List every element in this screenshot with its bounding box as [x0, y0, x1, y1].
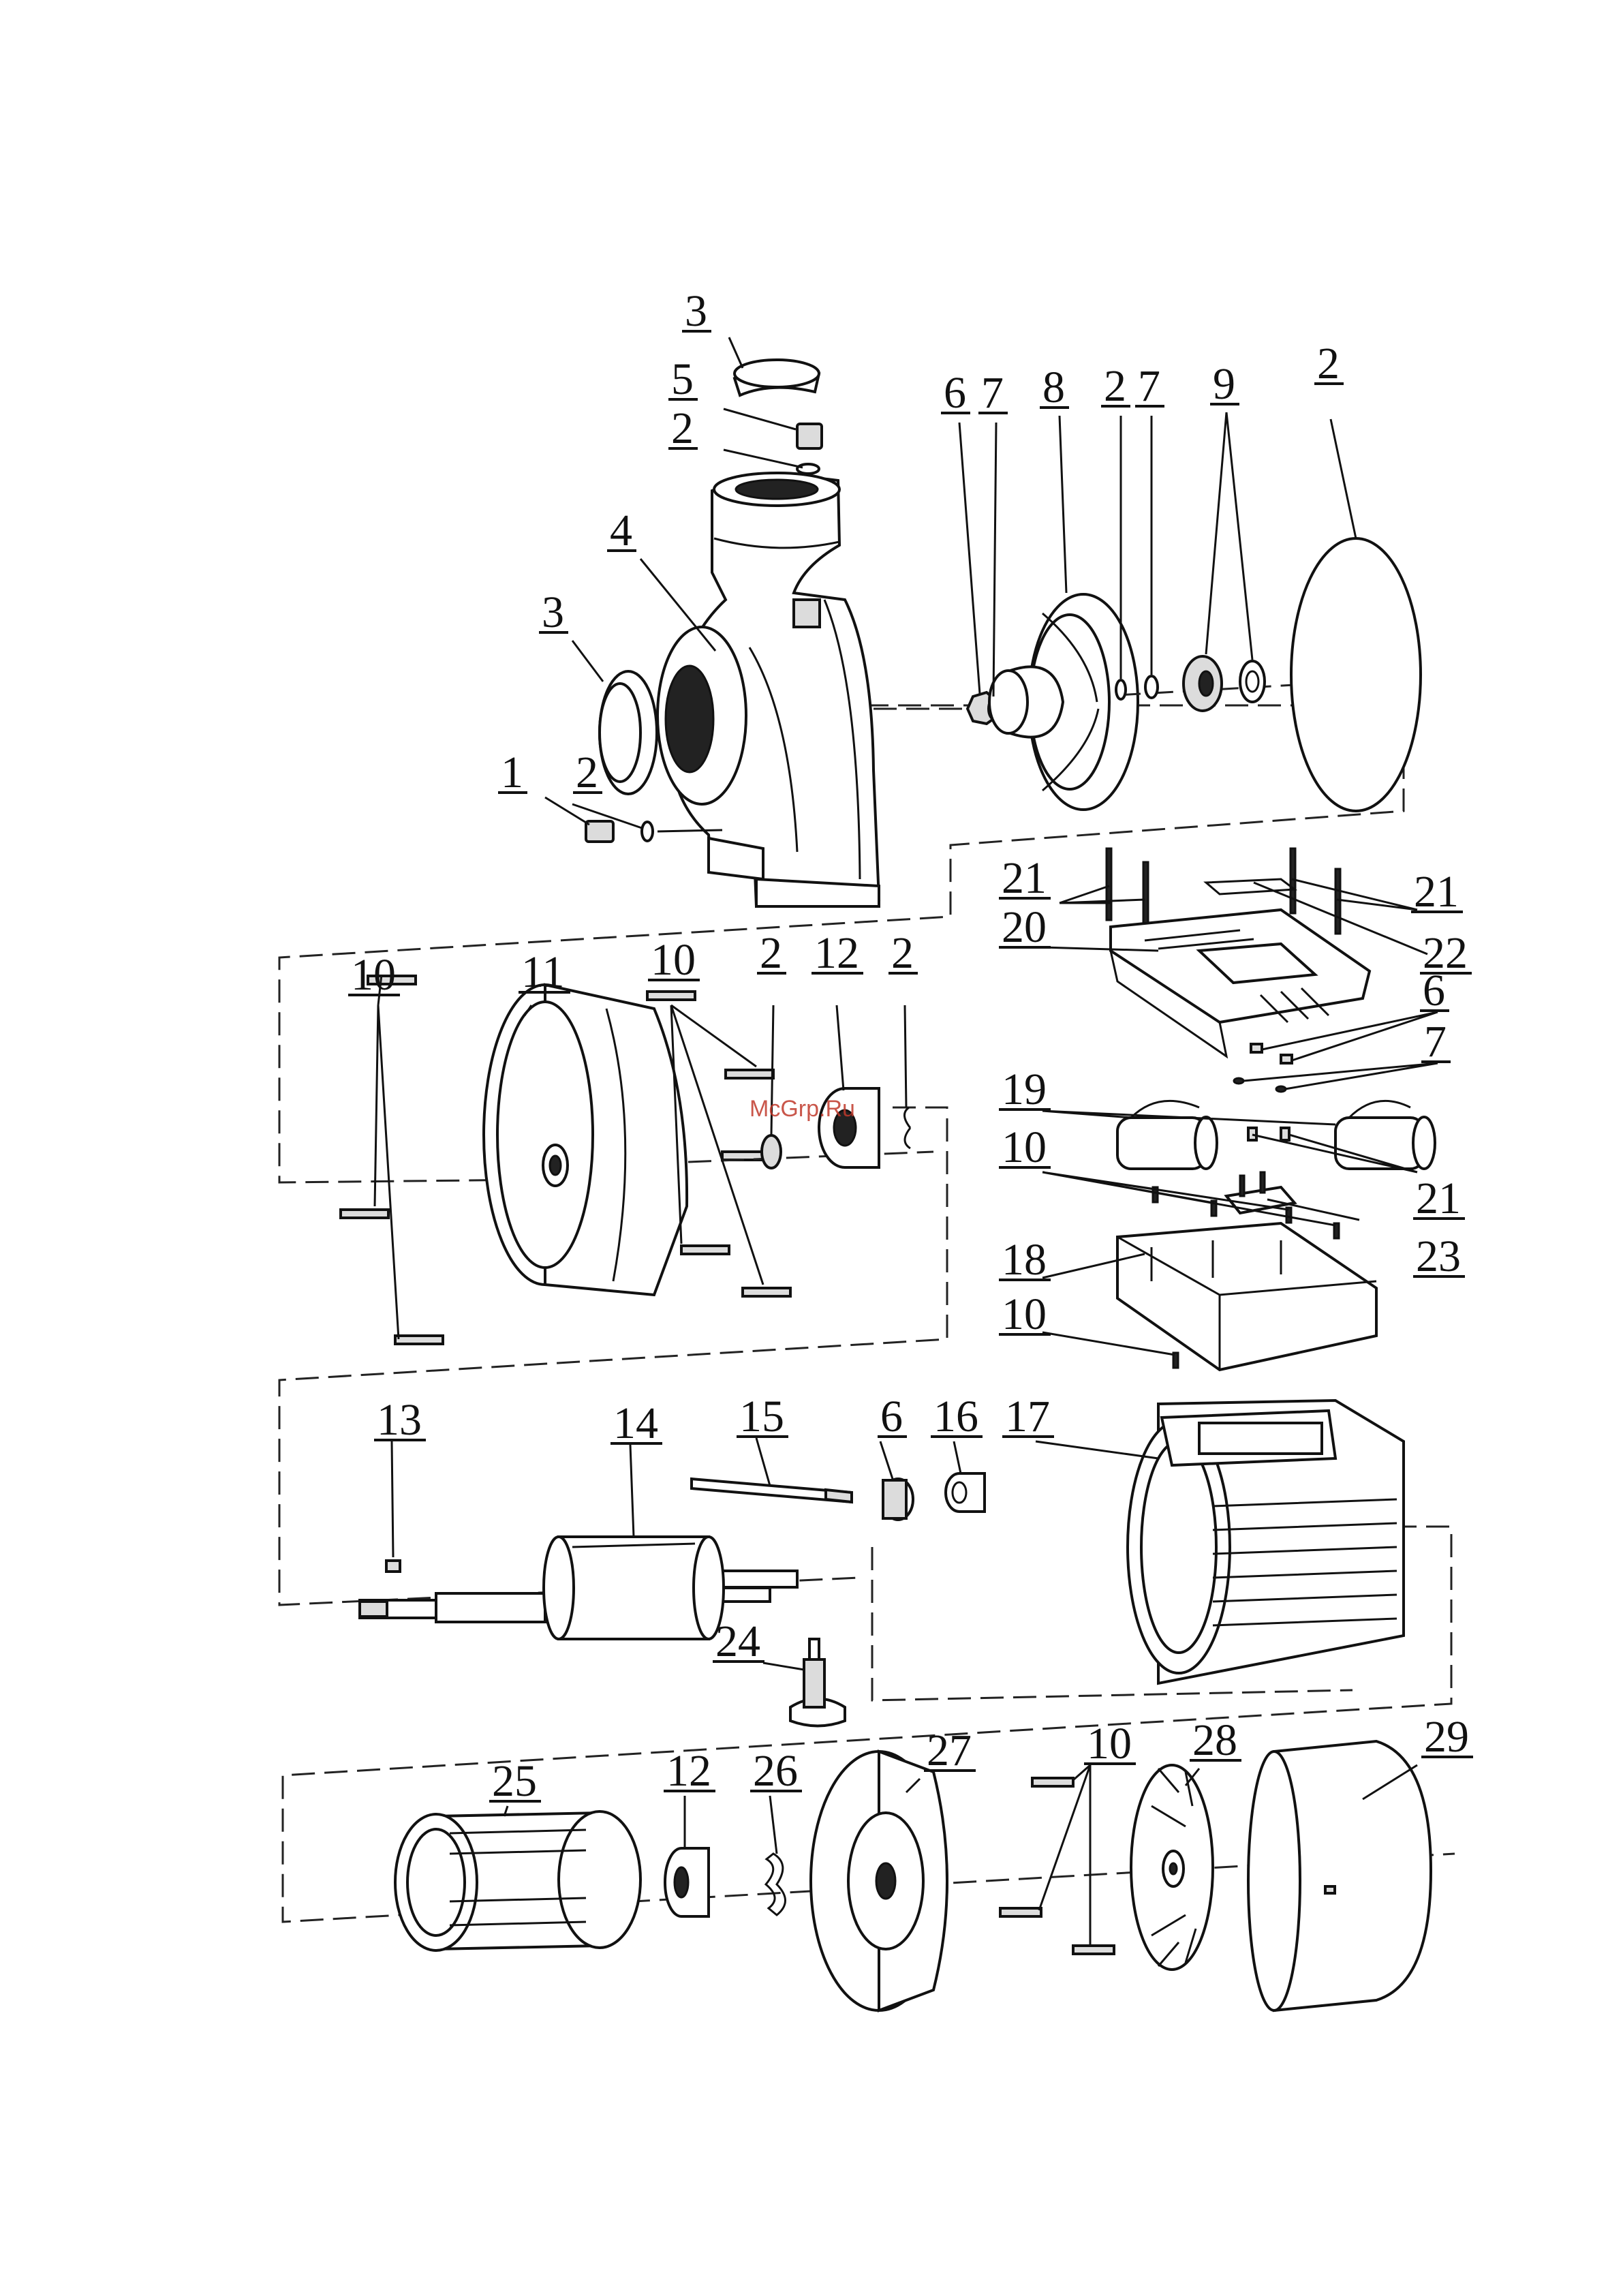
part-label-p2d: 2	[1317, 339, 1340, 388]
part-label-p2f: 2	[891, 928, 914, 978]
terminal-block	[1226, 1128, 1295, 1213]
part-label-p5: 5	[671, 354, 694, 404]
impeller-washer-2	[1145, 676, 1158, 698]
part-label-p27: 27	[927, 1726, 972, 1775]
impeller-group	[874, 538, 1421, 811]
part-label-p13: 13	[377, 1395, 422, 1445]
fan-cover	[1248, 1741, 1431, 2010]
part-label-p9: 9	[1213, 359, 1235, 409]
drain-plug	[586, 821, 613, 842]
part-label-p10c: 10	[1002, 1122, 1047, 1172]
top-flange	[735, 360, 819, 395]
part-label-p7c: 7	[1424, 1017, 1447, 1067]
part-label-p8: 8	[1042, 363, 1065, 412]
cooling-fan	[1131, 1765, 1213, 1970]
cover-gasket	[1206, 879, 1295, 894]
wave-washer	[766, 1854, 786, 1915]
part-label-p19: 19	[1002, 1065, 1047, 1114]
part-label-p3a: 3	[685, 286, 707, 336]
part-label-p7a: 7	[981, 368, 1004, 418]
motor-frame	[1128, 1400, 1404, 1683]
part-label-p4: 4	[610, 506, 632, 555]
terminal-box-group	[1107, 848, 1435, 1370]
part-label-p29: 29	[1424, 1712, 1469, 1762]
part-label-p14: 14	[613, 1398, 658, 1448]
impeller-washer	[1116, 680, 1126, 699]
rear-end-cover	[811, 1751, 947, 2010]
part-label-p7b: 7	[1138, 361, 1160, 411]
circlip	[904, 1107, 910, 1148]
capacitor	[1117, 1101, 1435, 1169]
stator	[395, 1811, 640, 1950]
part-label-p23: 23	[1416, 1231, 1461, 1281]
rotor-core	[544, 1537, 724, 1639]
bracket-washer	[762, 1135, 781, 1168]
part-label-p10e: 10	[1087, 1719, 1132, 1769]
mechanical-seal	[1184, 656, 1265, 711]
part-label-p20: 20	[1002, 902, 1047, 952]
drain-valve	[790, 1639, 845, 1726]
part-label-p21c: 21	[1416, 1174, 1461, 1223]
plug-washer	[797, 464, 819, 474]
inlet-flange	[600, 671, 657, 794]
motor-end-group	[395, 1741, 1431, 2010]
terminal-box-base	[1117, 1223, 1376, 1370]
part-label-p11: 11	[521, 947, 565, 997]
part-label-p18: 18	[1002, 1235, 1047, 1285]
rotor-group	[360, 1400, 1404, 1726]
part-label-p6a: 6	[944, 368, 966, 418]
vent-plug	[797, 424, 822, 448]
watermark: McGrp.Ru	[749, 1096, 855, 1122]
pump-bracket	[484, 985, 687, 1295]
part-label-p17: 17	[1005, 1392, 1050, 1441]
part-label-p16: 16	[933, 1392, 978, 1441]
impeller	[989, 594, 1138, 810]
part-label-p24: 24	[715, 1617, 760, 1666]
part-label-p15: 15	[739, 1392, 784, 1441]
shaft-key	[386, 1561, 400, 1572]
part-label-p10b: 10	[651, 935, 696, 985]
end-cover-bolts	[1000, 1778, 1114, 1954]
part-label-p12a: 12	[814, 928, 859, 978]
part-label-p12b: 12	[666, 1746, 711, 1796]
part-label-p28: 28	[1192, 1715, 1237, 1765]
part-label-p2b: 2	[576, 748, 598, 797]
part-label-p2e: 2	[760, 928, 782, 978]
rear-bearing	[665, 1848, 709, 1916]
part-label-p2c: 2	[1104, 361, 1126, 411]
terminal-nuts	[1234, 1044, 1292, 1092]
part-label-p3b: 3	[542, 587, 564, 637]
part-label-p1: 1	[501, 748, 523, 797]
part-label-p10a: 10	[351, 950, 396, 1000]
part-label-p10d: 10	[1002, 1289, 1047, 1339]
part-label-p6c: 6	[880, 1392, 903, 1441]
pump-casing	[658, 473, 879, 906]
part-label-p21b: 21	[1414, 867, 1459, 917]
casing-o-ring	[1291, 538, 1421, 811]
part-label-p25: 25	[492, 1756, 537, 1806]
shaft-sleeve	[946, 1473, 985, 1512]
shaft-nut	[883, 1479, 913, 1520]
shaft-bar	[692, 1479, 852, 1502]
part-label-p26: 26	[753, 1746, 798, 1796]
pump-bracket-group	[341, 976, 933, 1344]
part-label-p21a: 21	[1002, 853, 1047, 903]
drain-washer	[642, 822, 653, 841]
part-label-p2a: 2	[671, 403, 694, 453]
part-label-p22: 22	[1423, 928, 1468, 978]
